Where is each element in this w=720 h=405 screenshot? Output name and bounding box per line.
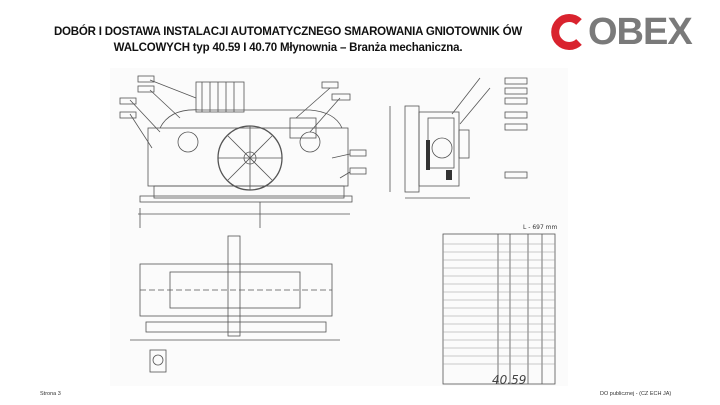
scale-label: L - 697 mm <box>523 224 558 231</box>
logo-text: OBEX <box>588 11 693 53</box>
title-line-2: WALCOWYCH typ 40.59 I 40.70 Młynownia – … <box>113 42 463 54</box>
slide-title: DOBÓR I DOSTAWA INSTALACJI AUTOMATYCZNEG… <box>18 24 558 56</box>
logo-c-icon <box>551 14 582 50</box>
cobex-logo: OBEX <box>548 11 693 53</box>
classification-label: DO publicznej - (CZ ECH JA) <box>600 391 672 397</box>
page-number: Strona 3 <box>40 391 61 397</box>
title-line-1: DOBÓR I DOSTAWA INSTALACJI AUTOMATYCZNEG… <box>53 26 523 38</box>
technical-drawing: L - 697 mm 40.59 <box>110 68 568 386</box>
drawing-stamp: 40.59 <box>492 373 526 386</box>
